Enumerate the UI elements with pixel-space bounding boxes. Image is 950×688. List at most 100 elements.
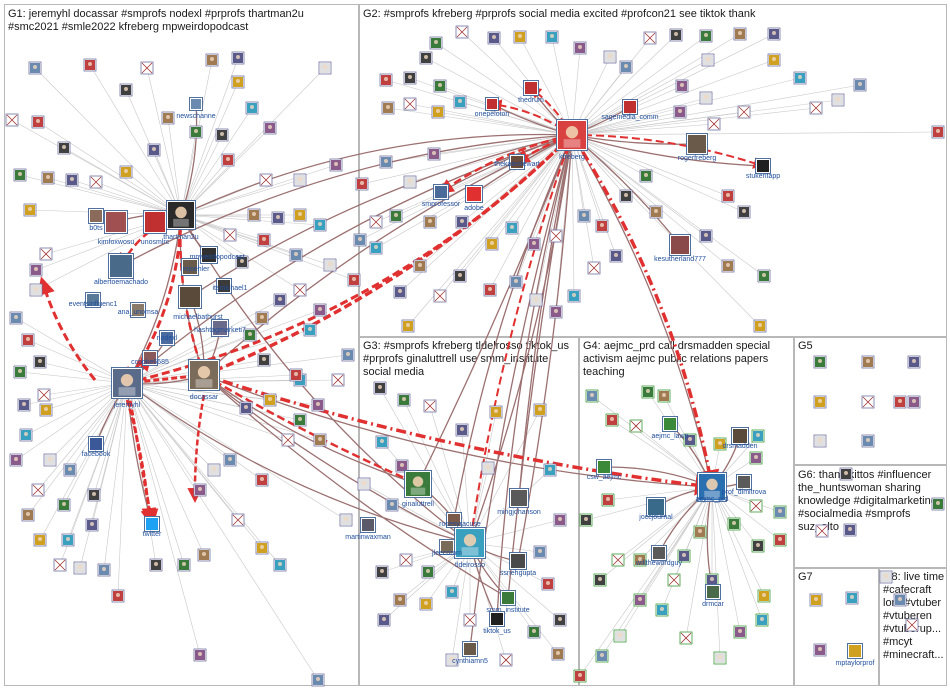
avatar-icon[interactable] — [353, 233, 367, 247]
avatar-icon[interactable] — [683, 433, 697, 447]
broken-image-icon[interactable] — [737, 105, 751, 119]
node-onepeloton[interactable]: onepeloton — [475, 97, 510, 119]
avatar-icon[interactable] — [29, 263, 43, 277]
avatar-icon[interactable] — [669, 28, 683, 42]
avatar-icon[interactable] — [533, 545, 547, 559]
avatar-icon[interactable] — [533, 403, 547, 417]
avatar-icon[interactable] — [733, 27, 747, 41]
avatar-icon[interactable] — [419, 597, 433, 611]
avatar-icon[interactable] — [907, 395, 921, 409]
avatar-icon[interactable] — [595, 219, 609, 233]
avatar-icon[interactable] — [487, 31, 501, 45]
broken-image-icon[interactable] — [140, 61, 154, 75]
avatar-icon[interactable] — [485, 237, 499, 251]
avatar-icon[interactable] — [318, 61, 332, 75]
avatar-icon[interactable] — [529, 293, 543, 307]
avatar-icon[interactable] — [341, 348, 355, 362]
avatar-icon[interactable] — [845, 591, 859, 605]
avatar-icon[interactable] — [793, 71, 807, 85]
avatar-icon[interactable] — [357, 477, 371, 491]
avatar-icon[interactable] — [567, 289, 581, 303]
broken-image-icon[interactable] — [463, 613, 477, 627]
broken-image-icon[interactable] — [679, 631, 693, 645]
avatar-icon[interactable] — [197, 548, 211, 562]
node-itsmichael1[interactable]: itsmichael1 — [212, 278, 248, 294]
node-facebook[interactable]: facebook — [82, 436, 111, 459]
avatar-icon[interactable] — [65, 173, 79, 187]
avatar-icon[interactable] — [289, 368, 303, 382]
avatar-icon[interactable] — [773, 533, 787, 547]
node-drmcar[interactable]: drmcar — [702, 584, 725, 609]
avatar-icon[interactable] — [813, 434, 827, 448]
node-docassar[interactable]: docassar — [188, 359, 220, 402]
broken-image-icon[interactable] — [423, 399, 437, 413]
avatar-icon[interactable] — [61, 533, 75, 547]
avatar-icon[interactable] — [513, 30, 527, 44]
avatar-icon[interactable] — [303, 323, 317, 337]
avatar-icon[interactable] — [245, 101, 259, 115]
avatar-icon[interactable] — [751, 429, 765, 443]
avatar-icon[interactable] — [861, 355, 875, 369]
avatar-icon[interactable] — [293, 173, 307, 187]
avatar-icon[interactable] — [553, 513, 567, 527]
avatar-icon[interactable] — [721, 189, 735, 203]
avatar-icon[interactable] — [751, 539, 765, 553]
node-michaelbathurst[interactable]: michaelbathurst — [173, 285, 223, 322]
node-smprofessor[interactable]: smprofessor — [422, 184, 461, 209]
broken-image-icon[interactable] — [5, 113, 19, 127]
node-newschanne[interactable]: newschanne — [176, 97, 216, 121]
avatar-icon[interactable] — [323, 258, 337, 272]
avatar-icon[interactable] — [655, 603, 669, 617]
avatar-icon[interactable] — [31, 115, 45, 129]
broken-image-icon[interactable] — [749, 499, 763, 513]
avatar-icon[interactable] — [613, 629, 627, 643]
avatar-icon[interactable] — [313, 218, 327, 232]
avatar-icon[interactable] — [403, 71, 417, 85]
avatar-icon[interactable] — [453, 269, 467, 283]
node-stukentapp[interactable]: stukentapp — [746, 158, 780, 181]
node-prof_dimitrova[interactable]: prof_dimitrova — [722, 474, 766, 497]
avatar-icon[interactable] — [577, 209, 591, 223]
avatar-icon[interactable] — [119, 165, 133, 179]
node-rogerfreberg[interactable]: rogerfreberg — [678, 133, 717, 163]
node-rosesyracuse[interactable]: rosesyracuse — [439, 512, 481, 529]
avatar-icon[interactable] — [553, 613, 567, 627]
node-aejmc_lawp[interactable]: aejmc_lawp — [652, 416, 689, 441]
node-b0ts[interactable]: b0ts — [88, 208, 104, 233]
avatar-icon[interactable] — [579, 513, 593, 527]
avatar-icon[interactable] — [843, 523, 857, 537]
broken-image-icon[interactable] — [89, 175, 103, 189]
avatar-icon[interactable] — [63, 463, 77, 477]
avatar-icon[interactable] — [445, 585, 459, 599]
avatar-icon[interactable] — [247, 208, 261, 222]
node-joccjournal[interactable]: joccjournal — [638, 497, 673, 522]
avatar-icon[interactable] — [601, 493, 615, 507]
avatar-icon[interactable] — [313, 433, 327, 447]
avatar-icon[interactable] — [809, 593, 823, 607]
broken-image-icon[interactable] — [231, 513, 245, 527]
avatar-icon[interactable] — [23, 203, 37, 217]
broken-image-icon[interactable] — [293, 283, 307, 297]
avatar-icon[interactable] — [813, 395, 827, 409]
broken-image-icon[interactable] — [861, 395, 875, 409]
avatar-icon[interactable] — [389, 209, 403, 223]
avatar-icon[interactable] — [593, 573, 607, 587]
node-adobe[interactable]: adobe — [464, 185, 484, 213]
avatar-icon[interactable] — [111, 589, 125, 603]
avatar-icon[interactable] — [161, 111, 175, 125]
avatar-icon[interactable] — [385, 498, 399, 512]
avatar-icon[interactable] — [263, 121, 277, 135]
node-kimfoxwosu[interactable]: kimfoxwosu — [98, 210, 135, 247]
node-mpweirdopodcast[interactable]: mpweirdopodcast — [190, 246, 245, 264]
avatar-icon[interactable] — [605, 413, 619, 427]
node-eventsinfluenc1[interactable]: eventsinfluenc1 — [69, 292, 118, 309]
avatar-icon[interactable] — [813, 643, 827, 657]
avatar-icon[interactable] — [73, 561, 87, 575]
avatar-icon[interactable] — [339, 513, 353, 527]
avatar-icon[interactable] — [205, 53, 219, 67]
avatar-icon[interactable] — [931, 497, 945, 511]
avatar-icon[interactable] — [543, 463, 557, 477]
node-mptaylorprof[interactable]: mptaylorprof — [836, 643, 875, 668]
avatar-icon[interactable] — [293, 208, 307, 222]
avatar-icon[interactable] — [39, 403, 53, 417]
